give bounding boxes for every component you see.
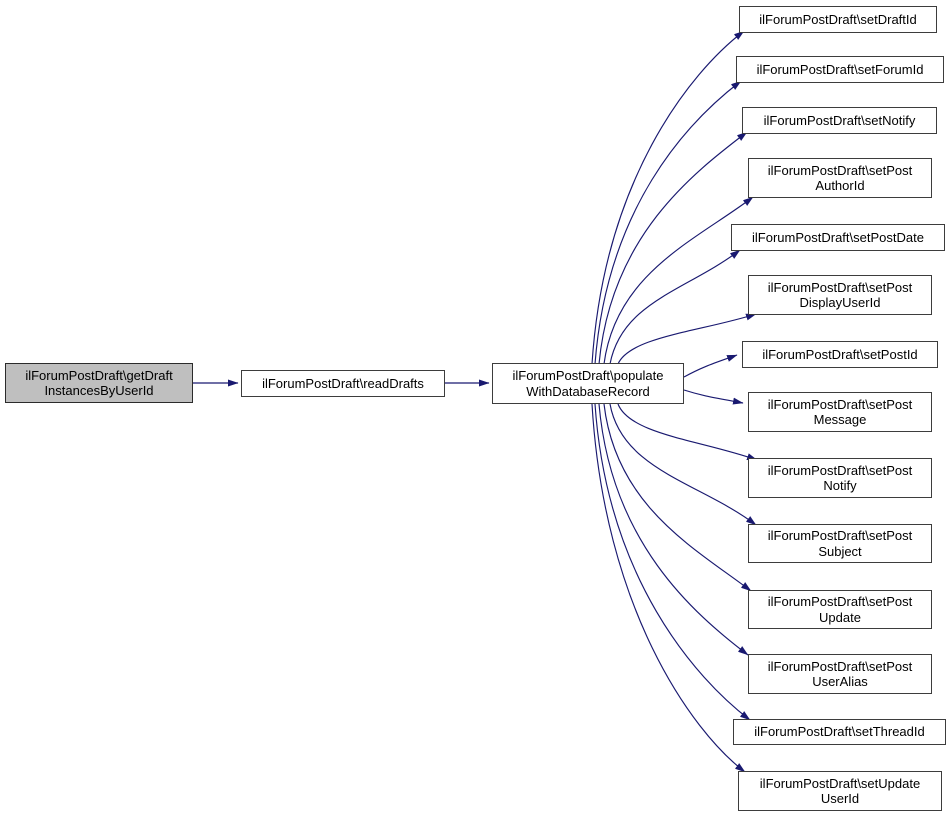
node-label-line: ilForumPostDraft\setPost [767,162,913,178]
node-label-line: Notify [823,478,857,493]
node-label-line: Subject [818,543,862,559]
node-setForumId[interactable]: ilForumPostDraft\setForumId [736,56,944,83]
node-label-line: ilForumPostDraft\readDrafts [262,375,424,391]
diagram-edges [193,30,758,773]
edge-populateWithDatabaseRecord-to-setForumId [594,80,742,365]
edge-populateWithDatabaseRecord-to-setDraftId [591,30,745,365]
node-label-line: ilForumPostDraft\setDraftId [759,11,917,27]
node-label-line: ilForumPostDraft\setPost [767,279,913,295]
edge-populateWithDatabaseRecord-to-setPostUpdate [603,403,752,592]
node-label-line: UserAlias [812,674,868,689]
node-label-line: ilForumPostDraft\setPost [767,462,913,478]
node-setPostId[interactable]: ilForumPostDraft\setPostId [742,341,938,368]
node-label-line: ilForumPostDraft\setNotify [763,112,916,128]
edge-populateWithDatabaseRecord-to-setPostDisplayUserId [617,313,757,365]
node-label-line: ilForumPostDraft\setPost [767,594,913,609]
node-label-line: UserId [820,791,860,806]
node-label-line: Update [819,609,861,625]
node-label-line: ilForumPostDraft\populate [512,368,664,383]
node-label-line: ilForumPostDraft\setUpdate [759,775,921,791]
edge-populateWithDatabaseRecord-to-setPostUserAlias [598,403,749,656]
node-label-line: ilForumPostDraft\setPost [767,658,913,674]
node-label-line: WithDatabaseRecord [526,383,650,399]
node-label-line: ilForumPostDraft\setPostId [762,346,918,362]
edge-populateWithDatabaseRecord-to-setNotify [598,131,748,365]
node-readDrafts[interactable]: ilForumPostDraft\readDrafts [241,370,445,397]
node-label-line: Message [813,412,867,427]
node-setDraftId[interactable]: ilForumPostDraft\setDraftId [739,6,937,33]
edge-populateWithDatabaseRecord-to-setPostAuthorId [603,196,754,365]
node-label-line: ilForumPostDraft\setPost [767,396,913,412]
node-label-line: AuthorId [815,178,865,193]
node-label-line: ilForumPostDraft\setThreadId [754,724,925,740]
edge-populateWithDatabaseRecord-to-setPostId [683,354,738,378]
edge-populateWithDatabaseRecord-to-setPostMessage [683,389,744,405]
node-setThreadId[interactable]: ilForumPostDraft\setThreadId [733,719,946,745]
edge-populateWithDatabaseRecord-to-setPostNotify [617,403,758,461]
edge-populateWithDatabaseRecord-to-setPostDate [609,249,741,365]
node-setPostDate[interactable]: ilForumPostDraft\setPostDate [731,224,945,251]
node-label-line: InstancesByUserId [44,383,154,398]
edge-populateWithDatabaseRecord-to-setThreadId [594,403,751,721]
edge-populateWithDatabaseRecord-to-setPostSubject [609,403,757,526]
node-label-line: DisplayUserId [799,295,881,310]
edge-populateWithDatabaseRecord-to-setUpdateUserId [591,403,746,773]
node-setNotify[interactable]: ilForumPostDraft\setNotify [742,107,937,134]
node-label-line: ilForumPostDraft\setPostDate [752,229,924,245]
node-label-line: ilForumPostDraft\setPost [767,528,913,543]
node-label-line: ilForumPostDraft\setForumId [756,61,924,77]
node-label-line: ilForumPostDraft\getDraft [25,367,173,383]
